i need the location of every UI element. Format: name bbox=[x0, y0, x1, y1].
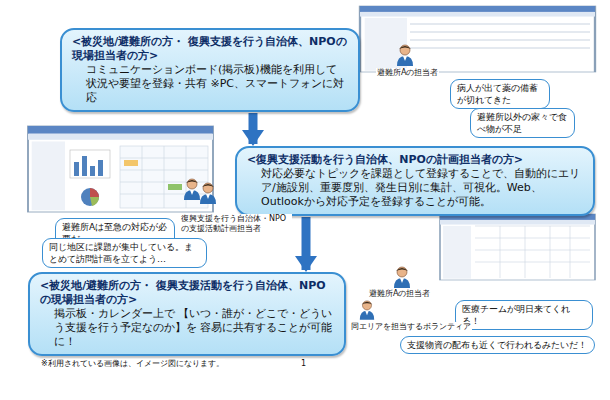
bubble-text: 避難所以外の家々で食べ物が不足 bbox=[477, 111, 568, 135]
bubble-text: 支援物資の配布も近くで行われるみたいだ！ bbox=[407, 339, 588, 351]
screenshot bbox=[28, 126, 213, 212]
callout-panel: <被災地/避難所の方・ 復興支援活動を行う自治体、NPOの現場担当者の方>掲示板… bbox=[28, 272, 346, 356]
callout-panel: <復興支援活動を行う自治体、NPOの計画担当者の方>対応必要なトピックを課題とし… bbox=[235, 146, 595, 216]
person-icon bbox=[394, 267, 410, 288]
speech-bubble: 病人が出て薬の備蓄が切れてきた bbox=[450, 79, 550, 109]
flow-arrow bbox=[249, 113, 258, 144]
page-number: 1 bbox=[300, 359, 307, 369]
panel-heading: <被災地/避難所の方・ 復興支援を行う自治体、NPOの現場担当者の方> bbox=[72, 35, 348, 63]
flow-arrow bbox=[302, 217, 311, 270]
screenshot-rows bbox=[410, 24, 590, 48]
bubble-text: 病人が出て薬の備蓄が切れてきた bbox=[457, 82, 543, 106]
bubble-text: 同じ地区に課題が集中している。まとめて訪問計画を立てよう… bbox=[49, 241, 200, 265]
person-icon bbox=[397, 45, 413, 66]
footnote: ※利用されている画像は、イメージ図になります。 bbox=[40, 359, 225, 369]
role-label: 避難所Aの担当者 bbox=[368, 289, 431, 299]
speech-bubble: 同じ地区に課題が集中している。まとめて訪問計画を立てよう… bbox=[42, 238, 207, 268]
person-icon bbox=[200, 183, 216, 204]
panel-heading: <復興支援活動を行う自治体、NPOの計画担当者の方> bbox=[247, 153, 583, 167]
callout-panel: <被災地/避難所の方・ 復興支援を行う自治体、NPOの現場担当者の方>コミュニケ… bbox=[60, 28, 360, 112]
panel-body: 掲示板・カレンダー上で 【いつ・誰が・どこで・どういう支援を行う予定なのか】を … bbox=[40, 307, 334, 349]
role-label: 同エリアを担当するボランティア bbox=[350, 322, 472, 332]
person-icon bbox=[184, 179, 200, 200]
bubble-text: 医療チームが明日来てくれる！ bbox=[462, 303, 586, 327]
panel-heading: <被災地/避難所の方・ 復興支援活動を行う自治体、NPOの現場担当者の方> bbox=[40, 279, 334, 307]
calendar-grid bbox=[475, 226, 590, 278]
person-icon bbox=[360, 301, 374, 320]
panel-body: 対応必要なトピックを課題として登録することで、自動的にエリア/施設別、重要度別、… bbox=[247, 167, 583, 209]
speech-bubble: 医療チームが明日来てくれる！ bbox=[455, 300, 593, 330]
panel-body: コミュニケーションボード(掲示板)機能を利用して 状況や要望を登録・共有 ※PC… bbox=[72, 63, 348, 105]
chart bbox=[70, 146, 208, 208]
speech-bubble: 避難所以外の家々で食べ物が不足 bbox=[470, 108, 575, 138]
screenshot bbox=[440, 214, 595, 280]
screenshot bbox=[360, 6, 595, 72]
speech-bubble: 支援物資の配布も近くで行われるみたいだ！ bbox=[400, 336, 595, 354]
role-label: 避難所Aの担当者 bbox=[376, 68, 439, 78]
role-label: 復興支援を行う自治体・NPOの支援活動計画担当者 bbox=[180, 214, 292, 234]
